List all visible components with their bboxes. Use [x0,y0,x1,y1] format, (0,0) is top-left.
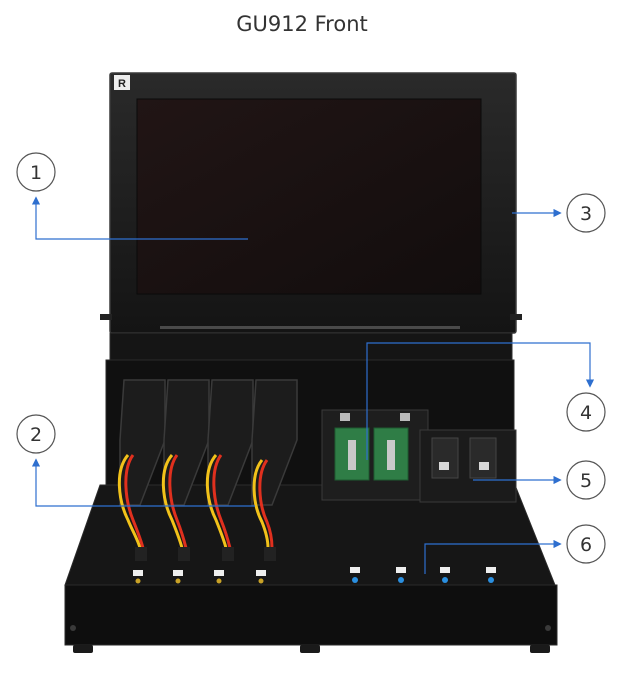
callout-number: 5 [580,470,592,492]
lcd-screen [136,98,482,295]
blue-port-leds [350,567,496,583]
cable-yellow [205,454,228,549]
port-label [396,567,406,573]
callout-line-6 [424,539,562,574]
callout-2: 2 [16,414,56,454]
callout-6: 6 [566,524,606,564]
small-dock-port-label [439,462,449,470]
port-label [350,567,360,573]
callout-line-2 [31,458,255,507]
callout-line-4 [366,342,595,460]
monitor-bottom-strip [160,326,460,329]
sata-connector [264,547,276,561]
drive-slot [163,379,210,506]
port-label [486,567,496,573]
blue-led [488,577,494,583]
base-box [64,584,558,646]
small-dock-slot-2 [469,437,497,479]
cable-red [168,454,188,549]
led [135,578,141,584]
cable-red [258,459,274,549]
blue-led [442,577,448,583]
port-label [173,570,183,576]
blue-led [398,577,404,583]
callout-number: 3 [580,203,592,225]
callout-number: 4 [580,402,592,424]
foot [530,645,550,653]
led [258,578,264,584]
port-label [440,567,450,573]
blue-led [352,577,358,583]
callout-line-1 [31,196,248,240]
callout-number: 1 [30,162,42,184]
cable-yellow [161,454,184,549]
cable-yellow [252,459,270,549]
callout-number: 6 [580,534,592,556]
drive-slot [207,379,254,506]
brand-logo-text: R [118,78,126,90]
hinge-left [100,314,112,320]
drive-slot [251,379,298,506]
sata-connector [178,547,190,561]
hinge-right [510,314,522,320]
led [216,578,222,584]
port-label [214,570,224,576]
screw [70,625,76,631]
callout-5: 5 [566,460,606,500]
port-label [133,570,143,576]
sata-connector [135,547,147,561]
sata-drive-bays [117,379,298,584]
m2-chip-2 [387,440,395,470]
cable-yellow [117,454,142,549]
led [175,578,181,584]
small-dock-slot-1 [431,437,459,479]
m2-dock-module [321,409,429,501]
cable-red [212,454,232,549]
drive-bay-3 [205,379,254,584]
screw [545,625,551,631]
port-label [256,570,266,576]
drive-slot [119,379,166,506]
m2-port-label [400,413,410,421]
callout-markers: 1 2 3 4 5 6 [16,152,606,564]
monitor: R [100,72,522,334]
callout-number: 2 [30,424,42,446]
drive-bay-1 [117,379,166,584]
brand-logo [114,75,130,90]
callout-4: 4 [566,392,606,432]
sata-connector [222,547,234,561]
callout-lines [31,196,595,574]
foot [73,645,93,653]
duplicator-device: R [64,72,558,653]
small-dock-module [419,429,517,503]
hinge-bar [109,332,513,361]
cable-red [124,454,145,549]
m2-port-label [340,413,350,421]
m2-chip-1 [348,440,356,470]
small-dock-port-label [479,462,489,470]
foot [300,645,320,653]
callout-1: 1 [16,152,56,192]
diagram-title: GU912 Front [236,12,368,36]
drive-bay-2 [161,379,210,584]
callout-3: 3 [566,193,606,233]
drive-bay-4 [251,379,298,584]
